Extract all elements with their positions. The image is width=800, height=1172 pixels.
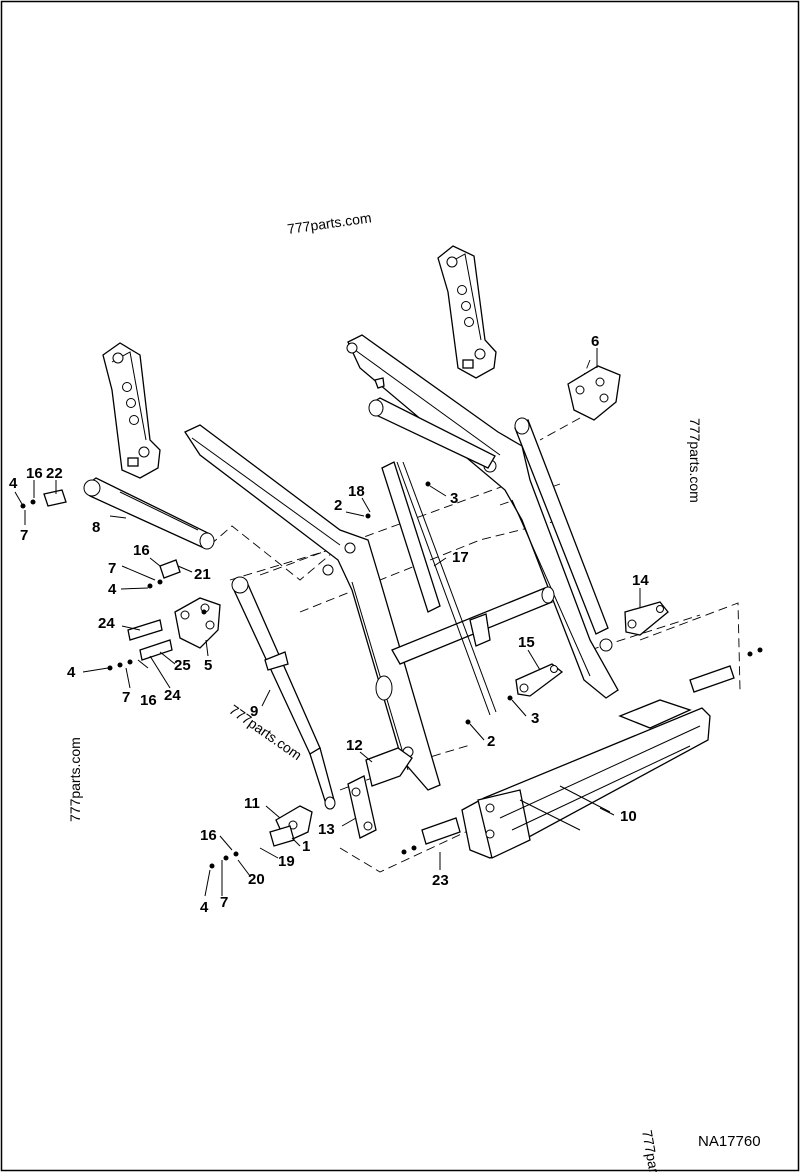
callout-7: 7 bbox=[20, 527, 28, 544]
callout-13: 13 bbox=[318, 821, 335, 838]
callout-1: 1 bbox=[302, 838, 310, 855]
left-upright-mount bbox=[102, 342, 161, 479]
link-13 bbox=[347, 775, 377, 839]
drawing-code: NA17760 bbox=[698, 1133, 761, 1150]
callout-11: 11 bbox=[244, 795, 260, 812]
callout-24: 24 bbox=[164, 687, 181, 704]
callout-4: 4 bbox=[200, 899, 209, 916]
callout-18: 18 bbox=[348, 483, 365, 500]
right-upright-mount bbox=[437, 245, 497, 379]
callout-3: 3 bbox=[450, 490, 458, 507]
right-tilt-cylinder bbox=[368, 397, 496, 469]
watermark-right: 777parts.com bbox=[687, 418, 703, 503]
callout-24: 24 bbox=[98, 615, 115, 632]
bracket-left bbox=[174, 597, 221, 649]
leader-lines bbox=[14, 348, 641, 897]
callout-16: 16 bbox=[140, 692, 157, 709]
link-12 bbox=[365, 747, 413, 787]
callout-16: 16 bbox=[200, 827, 217, 844]
bracket-right-upper bbox=[567, 365, 621, 421]
callout-4: 4 bbox=[9, 475, 18, 492]
callout-20: 20 bbox=[248, 871, 265, 888]
callout-5: 5 bbox=[204, 657, 212, 674]
callout-23: 23 bbox=[432, 872, 449, 889]
callout-16: 16 bbox=[26, 465, 43, 482]
left-tilt-cylinder bbox=[83, 477, 215, 550]
callout-9: 9 bbox=[250, 703, 258, 720]
callout-6: 6 bbox=[591, 333, 599, 350]
watermark-top: 777parts.com bbox=[286, 209, 372, 237]
callout-4: 4 bbox=[108, 581, 117, 598]
callout-10: 10 bbox=[620, 808, 637, 825]
callout-8: 8 bbox=[92, 519, 100, 536]
callout-4: 4 bbox=[67, 664, 76, 681]
callout-7: 7 bbox=[220, 894, 228, 911]
callout-2: 2 bbox=[487, 733, 495, 750]
callout-25: 25 bbox=[174, 657, 191, 674]
watermark-bottom: 777parts bbox=[639, 1129, 664, 1172]
callout-7: 7 bbox=[122, 689, 130, 706]
brace-bar bbox=[381, 461, 497, 716]
callout-17: 17 bbox=[452, 549, 469, 566]
link-14 bbox=[624, 601, 669, 636]
right-lift-arm bbox=[346, 334, 619, 699]
callout-14: 14 bbox=[632, 572, 649, 589]
left-lift-cylinder bbox=[231, 576, 336, 810]
callout-7: 7 bbox=[108, 560, 116, 577]
callout-labels: 6 4 16 22 7 8 18 2 3 16 7 21 4 17 14 24 … bbox=[9, 333, 649, 916]
callout-15: 15 bbox=[518, 634, 535, 651]
hardware bbox=[20, 481, 763, 869]
callout-2: 2 bbox=[334, 497, 342, 514]
left-lift-arm bbox=[184, 424, 441, 791]
callout-12: 12 bbox=[346, 737, 363, 754]
cross-tube bbox=[391, 586, 555, 665]
callout-3: 3 bbox=[531, 710, 539, 727]
link-15 bbox=[515, 663, 564, 697]
right-lift-cylinder bbox=[514, 417, 609, 635]
callout-19: 19 bbox=[278, 853, 295, 870]
callout-21: 21 bbox=[194, 566, 211, 583]
callout-22: 22 bbox=[46, 465, 63, 482]
callout-16: 16 bbox=[133, 542, 150, 559]
attachment-frame bbox=[461, 699, 711, 859]
watermark-left: 777parts.com bbox=[67, 737, 83, 822]
